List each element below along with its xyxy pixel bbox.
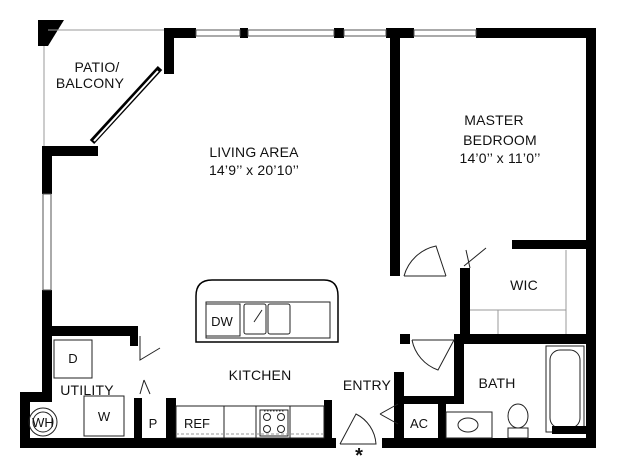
toilet-tank bbox=[507, 427, 529, 439]
bathtub-inner bbox=[549, 349, 581, 429]
patio-wall-vertical bbox=[164, 28, 174, 74]
ac-label: AC bbox=[410, 416, 428, 431]
wic-label: WIC bbox=[510, 277, 538, 293]
master-bedroom-label: MASTER bbox=[464, 112, 524, 128]
burner bbox=[263, 425, 271, 433]
water-heater-label: WH bbox=[32, 415, 54, 430]
bath-label: BATH bbox=[478, 375, 515, 391]
bedroom-door bbox=[403, 245, 447, 277]
utility-appliances bbox=[28, 339, 125, 437]
burner bbox=[277, 425, 285, 433]
kitchen-end-wall bbox=[324, 400, 332, 448]
tub-ledge bbox=[552, 426, 588, 434]
ac-door bbox=[379, 403, 399, 425]
pantry-wall bbox=[166, 398, 176, 448]
dishwasher-label: DW bbox=[211, 314, 233, 329]
burner bbox=[263, 413, 271, 421]
patio-corner-post bbox=[38, 20, 64, 46]
top-wall-segment bbox=[334, 28, 344, 38]
utility-door bbox=[139, 336, 161, 361]
wic-shelving bbox=[470, 250, 567, 334]
patio-label-2: BALCONY bbox=[56, 75, 125, 91]
sink-basin bbox=[267, 303, 291, 335]
living-area-label: LIVING AREA bbox=[209, 144, 299, 160]
faucet bbox=[253, 309, 263, 323]
dryer bbox=[53, 339, 93, 379]
dryer-label: D bbox=[68, 351, 77, 366]
dishwasher bbox=[205, 303, 241, 337]
pantry-wall bbox=[134, 398, 142, 448]
lavatory bbox=[457, 417, 479, 433]
window bbox=[42, 193, 52, 291]
bath-fixtures bbox=[445, 345, 588, 439]
fixture-labels: DW D W WH P REF AC * bbox=[32, 314, 428, 460]
water-heater-inner bbox=[32, 411, 54, 433]
patio-wall bbox=[42, 146, 98, 156]
wic-door bbox=[463, 247, 487, 269]
left-wall bbox=[42, 290, 52, 402]
entry-label: ENTRY bbox=[343, 377, 392, 393]
wic-details bbox=[470, 250, 567, 334]
bath-left-wall bbox=[454, 334, 464, 396]
pantry-label: P bbox=[149, 416, 158, 431]
utility-wall-stub bbox=[130, 326, 138, 346]
window bbox=[343, 29, 387, 37]
toilet-bowl bbox=[507, 403, 529, 429]
ac-closet-top bbox=[394, 396, 464, 404]
windows bbox=[42, 29, 477, 291]
window bbox=[413, 29, 477, 37]
left-wall-upper bbox=[42, 150, 52, 194]
bottom-wall bbox=[20, 438, 336, 448]
bath-top-wall bbox=[462, 334, 596, 344]
master-bedroom-label-2: BEDROOM bbox=[463, 132, 537, 148]
island-counter bbox=[195, 279, 339, 343]
range bbox=[259, 409, 289, 437]
bathtub bbox=[545, 345, 585, 433]
vanity bbox=[445, 411, 493, 439]
patio-label: PATIO/ bbox=[74, 59, 119, 75]
left-wall-lower bbox=[20, 392, 30, 448]
living-area-dimensions: 14’9’’ x 20’10’’ bbox=[209, 162, 299, 178]
washer bbox=[83, 395, 125, 437]
ac-closet-right bbox=[438, 396, 446, 448]
utility-top-wall bbox=[42, 326, 138, 336]
top-wall-segment bbox=[164, 28, 196, 38]
interior-walls bbox=[42, 28, 596, 448]
room-labels: PATIO/ BALCONY LIVING AREA 14’9’’ x 20’1… bbox=[56, 59, 541, 398]
window bbox=[247, 29, 335, 37]
top-wall-segment bbox=[476, 28, 596, 38]
kitchen-island bbox=[195, 279, 339, 343]
doors bbox=[139, 245, 487, 445]
pantry-door bbox=[139, 379, 151, 395]
ac-closet-wall bbox=[394, 372, 404, 448]
bottom-wall bbox=[382, 438, 596, 448]
right-wall bbox=[586, 28, 596, 448]
kitchen-label: KITCHEN bbox=[229, 367, 292, 383]
utility-wall bbox=[20, 392, 52, 402]
counter bbox=[175, 405, 325, 439]
wall-stub bbox=[400, 334, 410, 344]
window bbox=[195, 29, 241, 37]
sink-basin bbox=[243, 303, 267, 335]
refrigerator-label: REF bbox=[184, 416, 210, 431]
entry-marker: * bbox=[355, 445, 363, 460]
top-wall-segment bbox=[240, 28, 248, 38]
utility-label: UTILITY bbox=[60, 382, 114, 398]
master-bedroom-dimensions: 14’0’’ x 11’0’’ bbox=[459, 150, 540, 166]
bedroom-wall bbox=[390, 28, 400, 276]
entry-door bbox=[339, 413, 377, 445]
bath-door bbox=[411, 339, 455, 371]
kitchen-counter bbox=[175, 405, 325, 439]
wic-wall bbox=[512, 240, 596, 249]
burner bbox=[277, 413, 285, 421]
washer-label: W bbox=[98, 409, 111, 424]
bedroom-closet-wall bbox=[460, 268, 470, 340]
water-heater bbox=[28, 407, 58, 437]
